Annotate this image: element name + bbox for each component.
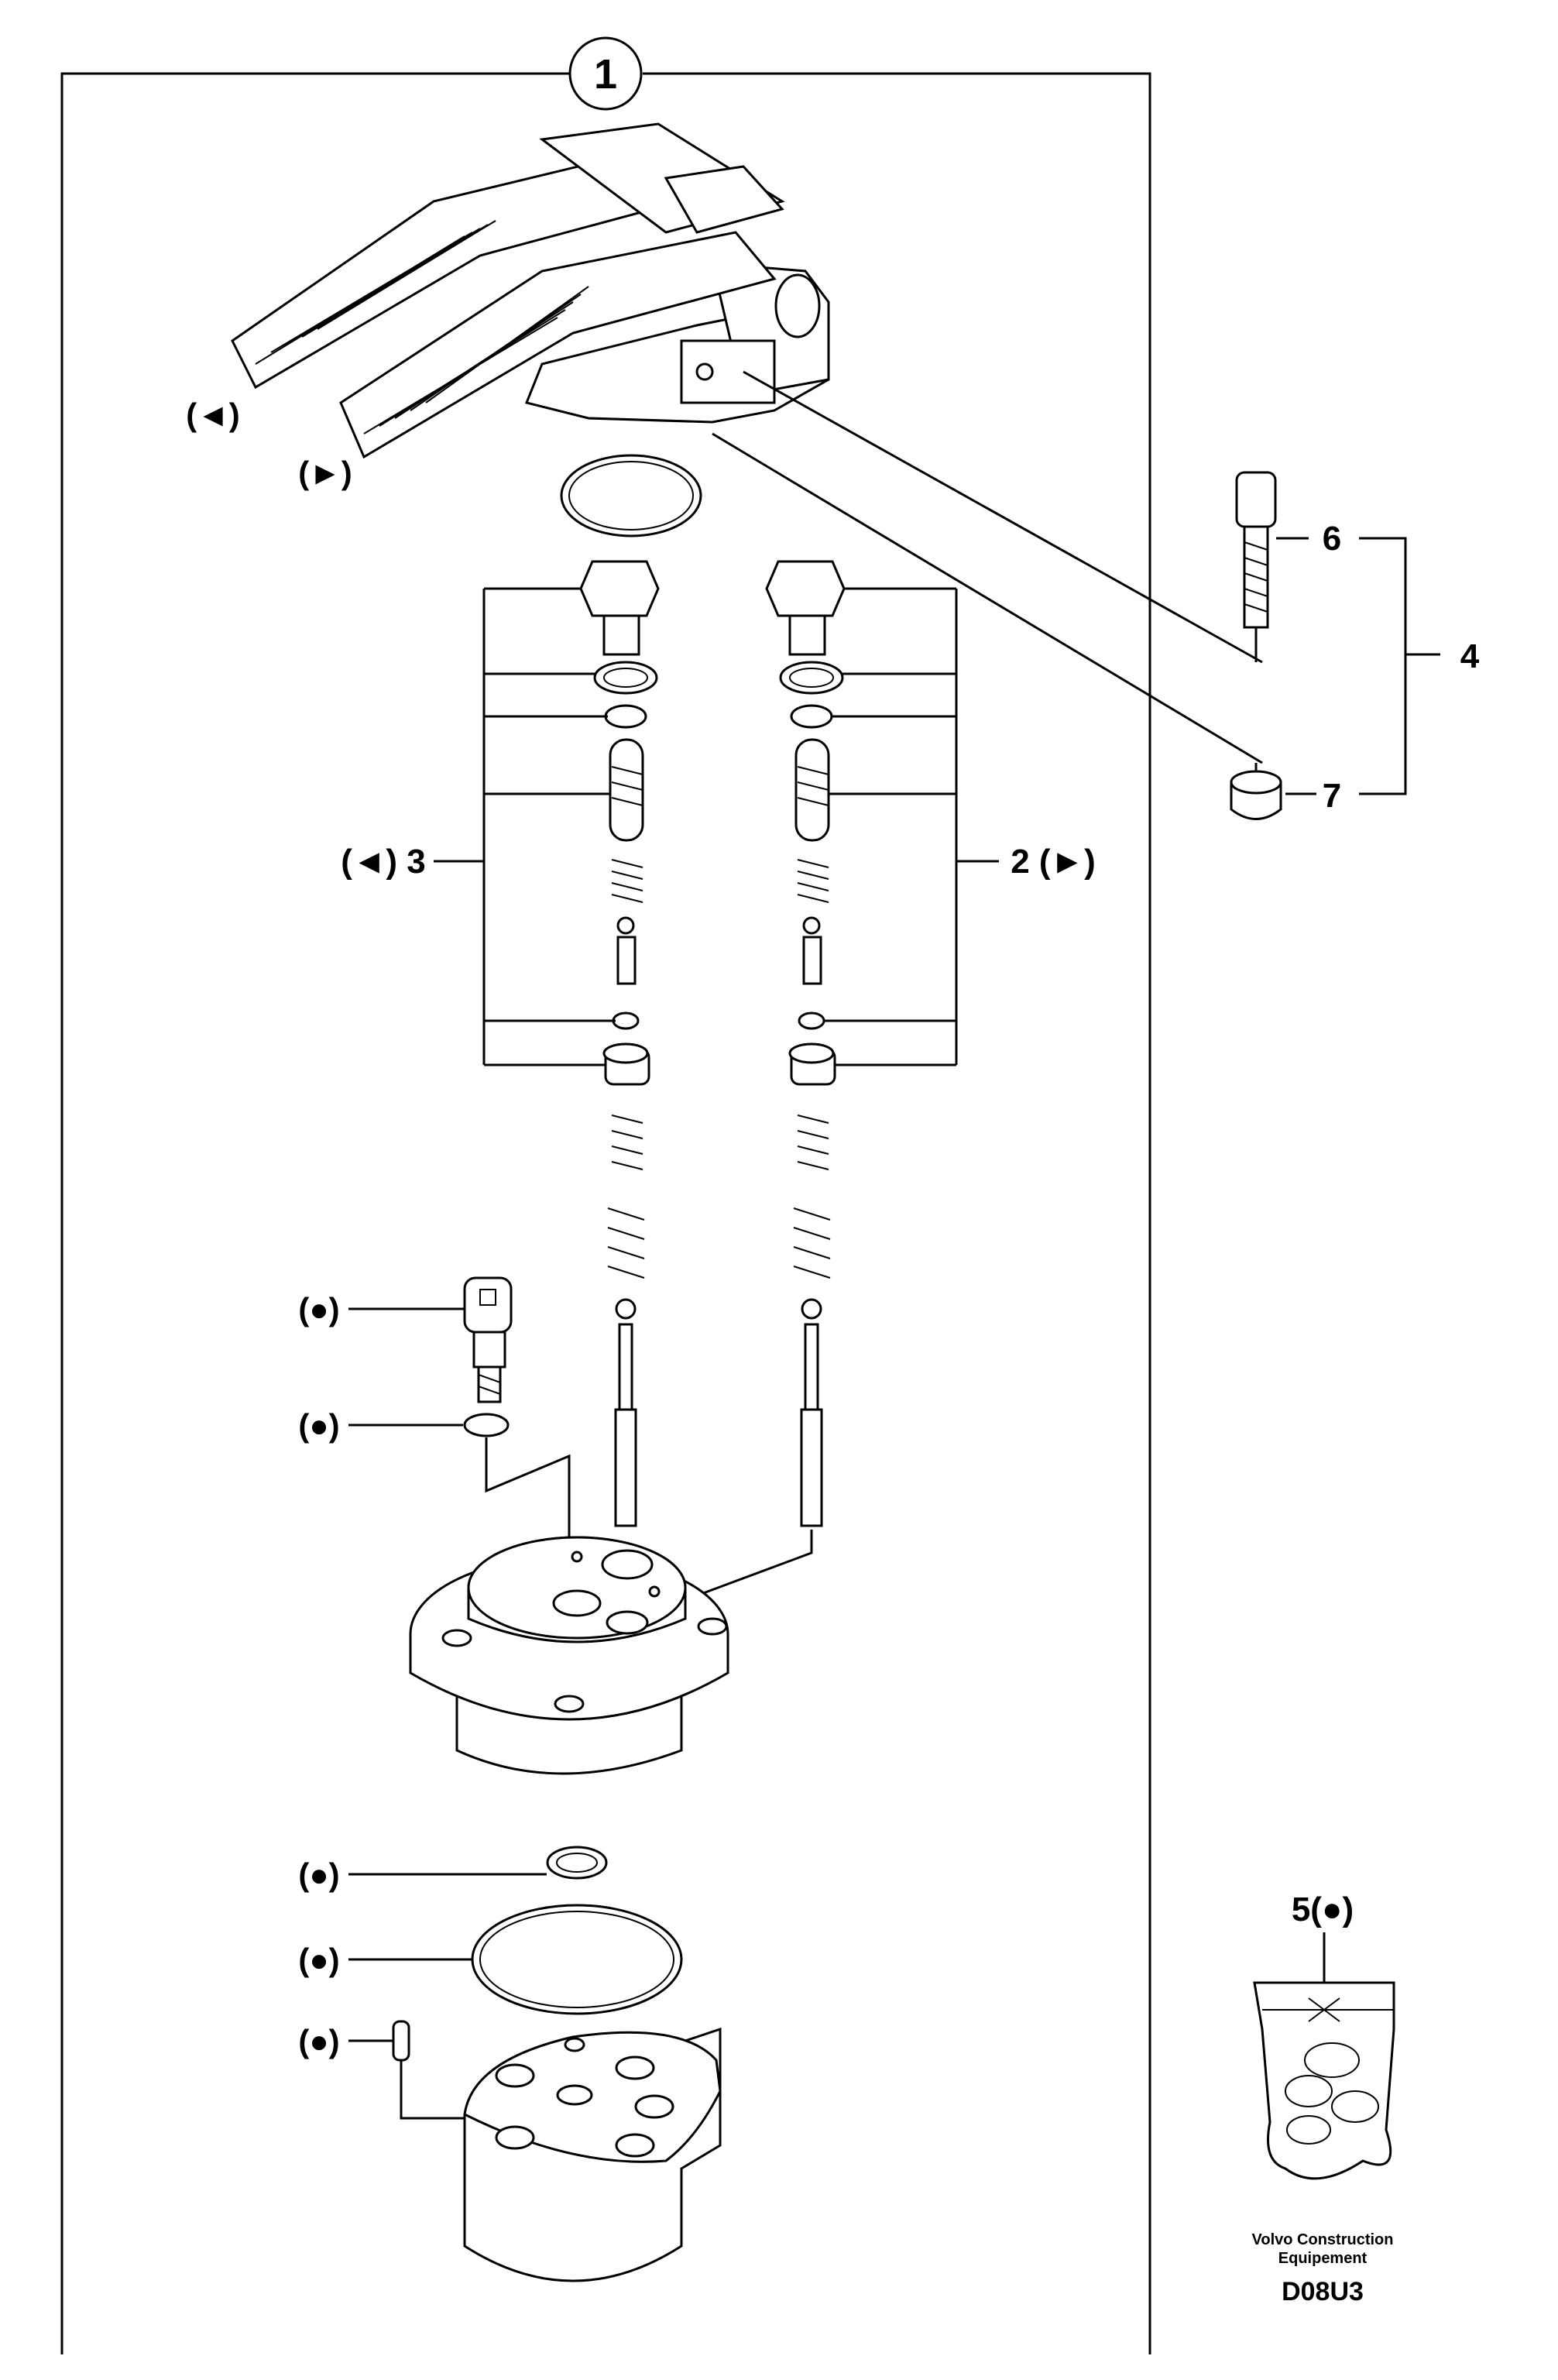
dot-marker-small-seal: (●) <box>298 1856 339 1893</box>
callout-label-7: 7 <box>1323 777 1341 815</box>
bushing-item-7 <box>1230 763 1282 820</box>
left-direction-marker: (◄) <box>186 397 240 433</box>
brand-line-2: Equipement <box>1278 2250 1368 2267</box>
o-ring-top <box>560 454 702 537</box>
dot-marker-plug: (●) <box>298 1291 339 1327</box>
dot-marker-washer: (●) <box>298 1407 339 1444</box>
dowel-pin <box>392 2020 410 2062</box>
callout-label-2: 2 (►) <box>1011 843 1096 881</box>
callout-label-4: 4 <box>1460 637 1480 675</box>
lower-body <box>463 2027 722 2282</box>
brand-line-1: Volvo Construction <box>1252 2231 1394 2248</box>
leader-item-7 <box>712 432 1263 764</box>
callout-circle-1 <box>568 36 643 111</box>
right-direction-marker: (►) <box>298 455 352 491</box>
small-seal-ring <box>546 1846 608 1880</box>
leader-item-6 <box>743 370 1263 664</box>
drawing-code: D08U3 <box>1282 2277 1364 2306</box>
dot-marker-o-ring: (●) <box>298 1942 339 1978</box>
callout-label-5: 5(●) <box>1292 1891 1354 1928</box>
callout-label-3: (◄) 3 <box>341 843 426 881</box>
plug-screw <box>463 1276 513 1403</box>
valve-stack-left <box>579 560 660 1527</box>
main-frame: 1 <box>60 36 1151 2354</box>
valve-stack-right <box>765 560 846 1527</box>
callout-label-1: 1 <box>594 51 617 98</box>
callout-label-6: 6 <box>1323 520 1341 558</box>
seal-kit-bag <box>1253 1981 1395 2180</box>
washer <box>463 1413 510 1437</box>
dot-marker-pin: (●) <box>298 2023 339 2059</box>
bolt-item-6 <box>1235 471 1277 662</box>
foot-pedal-assembly <box>231 122 830 459</box>
valve-housing <box>409 1536 729 1775</box>
large-o-ring <box>471 1904 683 2015</box>
